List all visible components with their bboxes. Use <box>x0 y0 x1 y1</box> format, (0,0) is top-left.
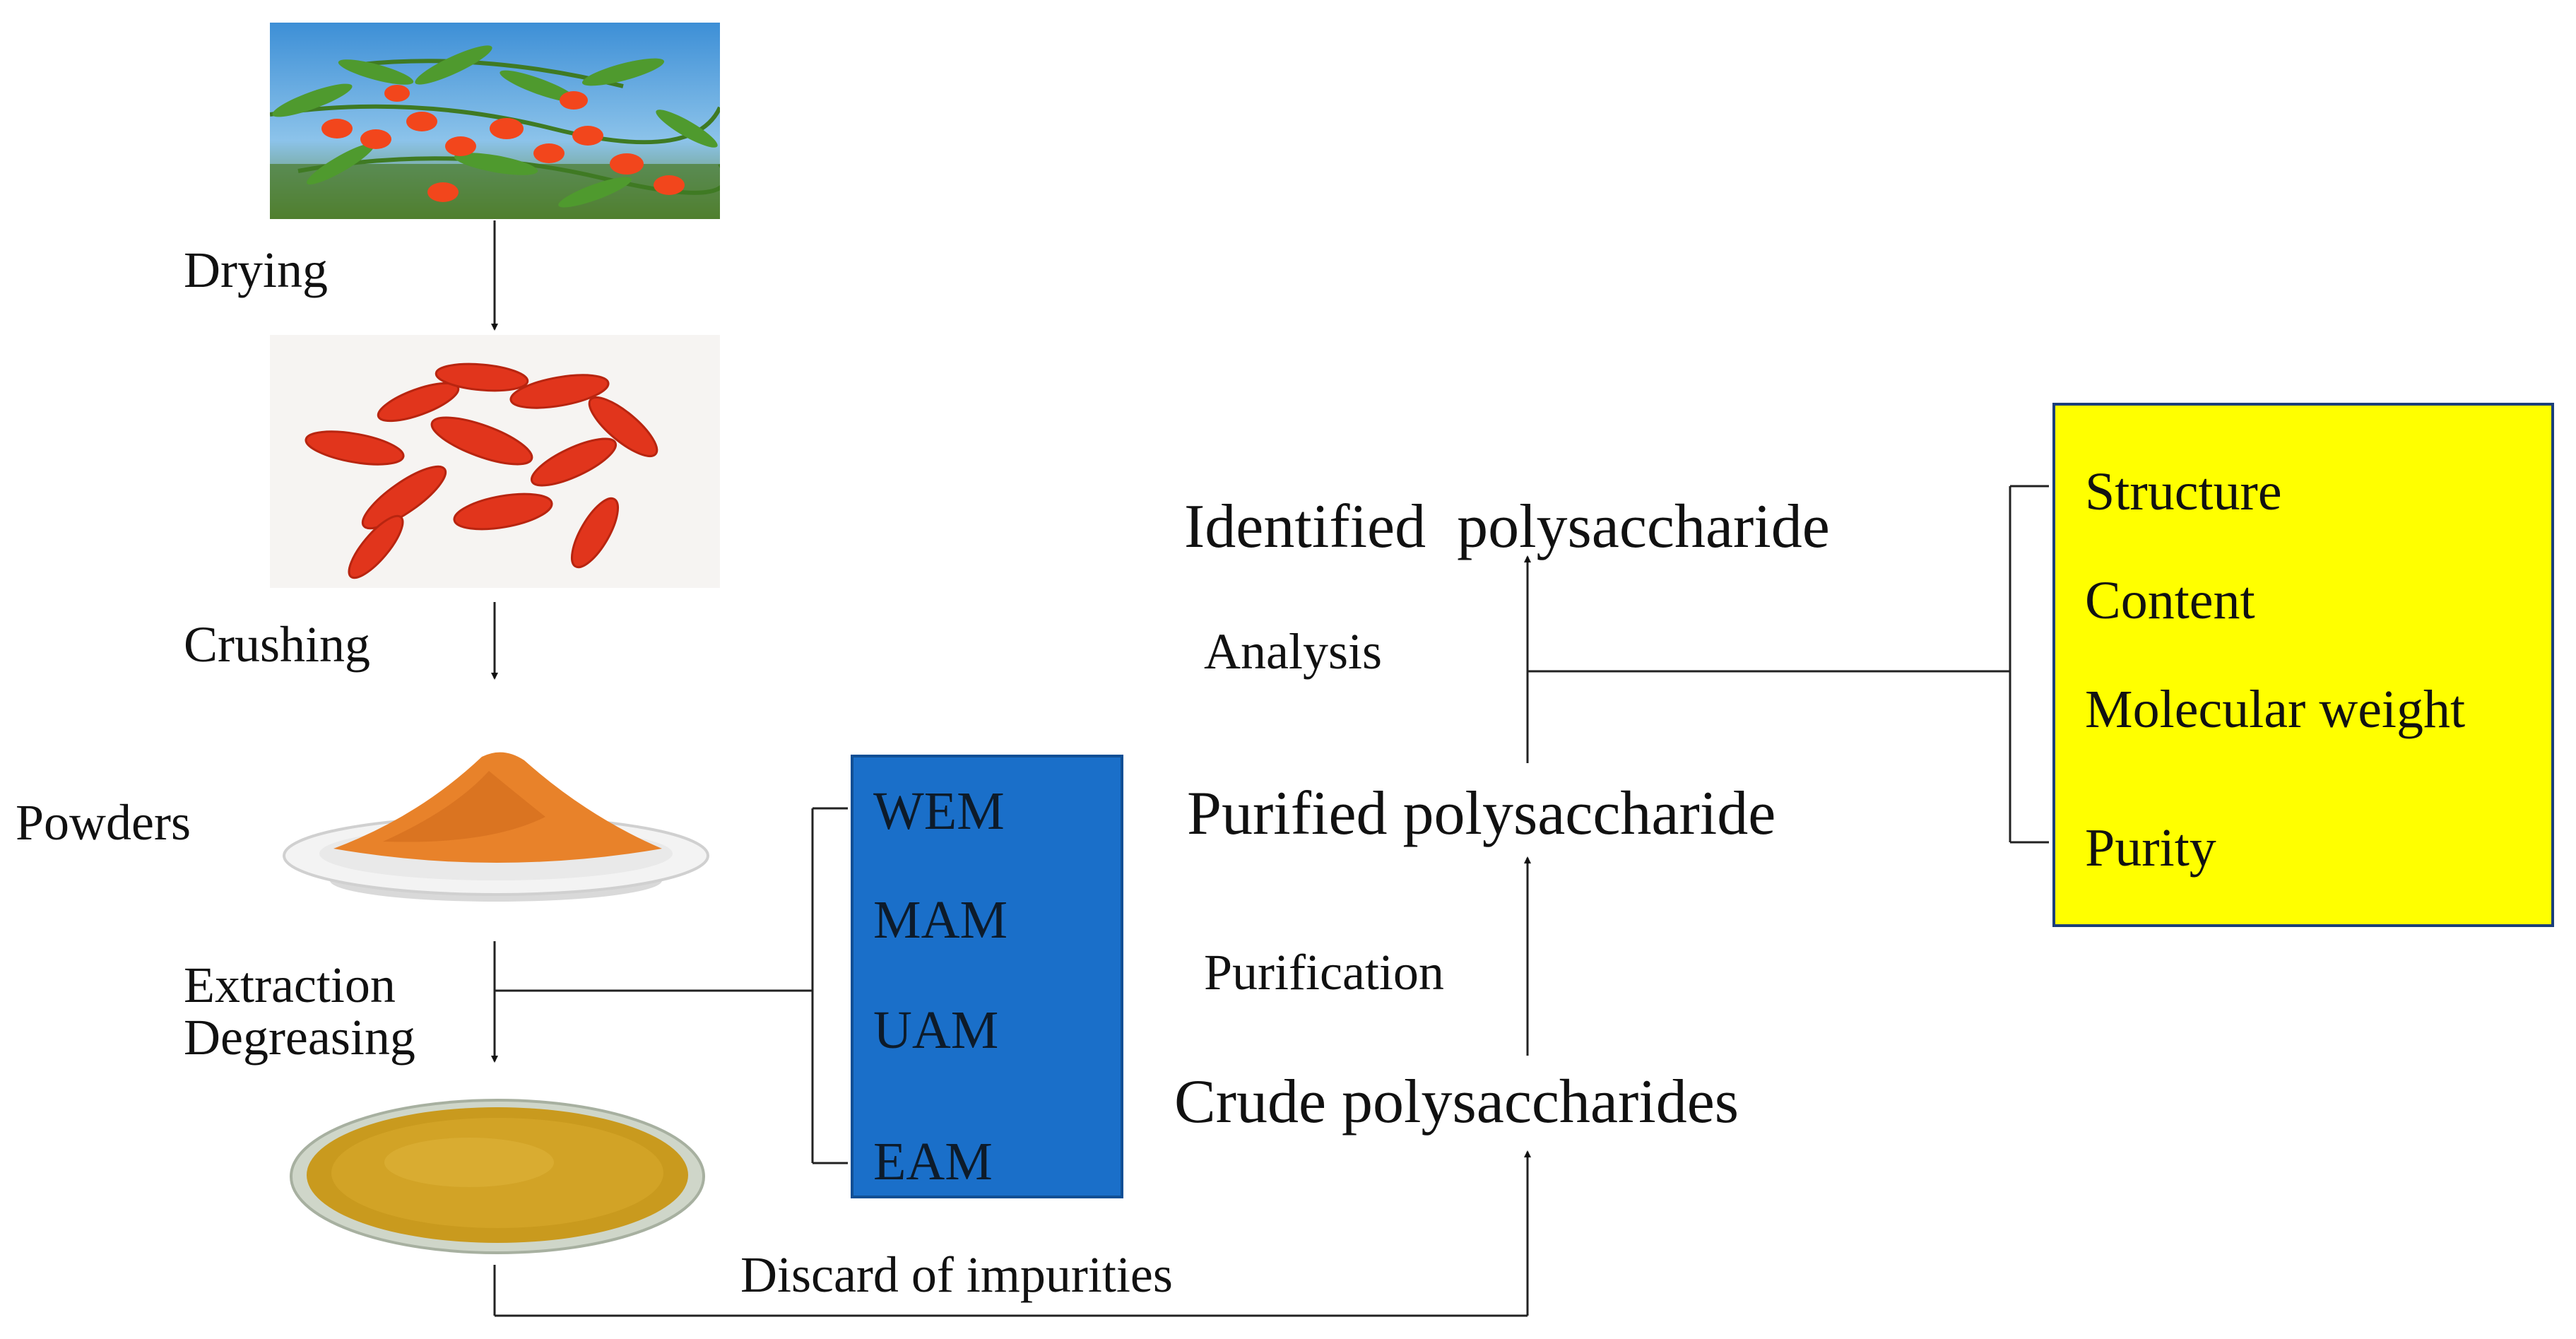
purification-label: Purification <box>1204 944 1444 1001</box>
degreased-powder-dish-photo <box>285 1095 709 1258</box>
goji-plant-photo <box>270 23 720 219</box>
analysis-properties-box: Structure Content Molecular weight Purit… <box>2052 403 2554 927</box>
discard-label: Discard of impurities <box>740 1246 1173 1303</box>
method-wem: WEM <box>873 781 1005 841</box>
extraction-methods-box: WEM MAM UAM EAM <box>851 755 1123 1198</box>
crude-polysaccharides-label: Crude polysaccharides <box>1174 1068 1739 1136</box>
powders-label: Powders <box>16 794 191 851</box>
degreasing-label: Degreasing <box>184 1009 415 1066</box>
analysis-label: Analysis <box>1204 623 1382 680</box>
extraction-label: Extraction <box>184 957 396 1013</box>
property-purity: Purity <box>2085 818 2216 878</box>
drying-label: Drying <box>184 242 328 298</box>
property-content: Content <box>2085 571 2255 630</box>
crushing-label: Crushing <box>184 616 371 673</box>
method-eam: EAM <box>873 1132 993 1191</box>
method-mam: MAM <box>873 890 1008 950</box>
property-molecular-weight: Molecular weight <box>2085 680 2466 739</box>
goji-powder-plate-photo <box>277 704 723 940</box>
dried-goji-berries-photo <box>270 335 720 588</box>
method-uam: UAM <box>873 1001 999 1060</box>
purified-polysaccharide-label: Purified polysaccharide <box>1187 779 1776 848</box>
property-structure: Structure <box>2085 462 2282 521</box>
identified-polysaccharide-label: Identified polysaccharide <box>1184 492 1830 561</box>
